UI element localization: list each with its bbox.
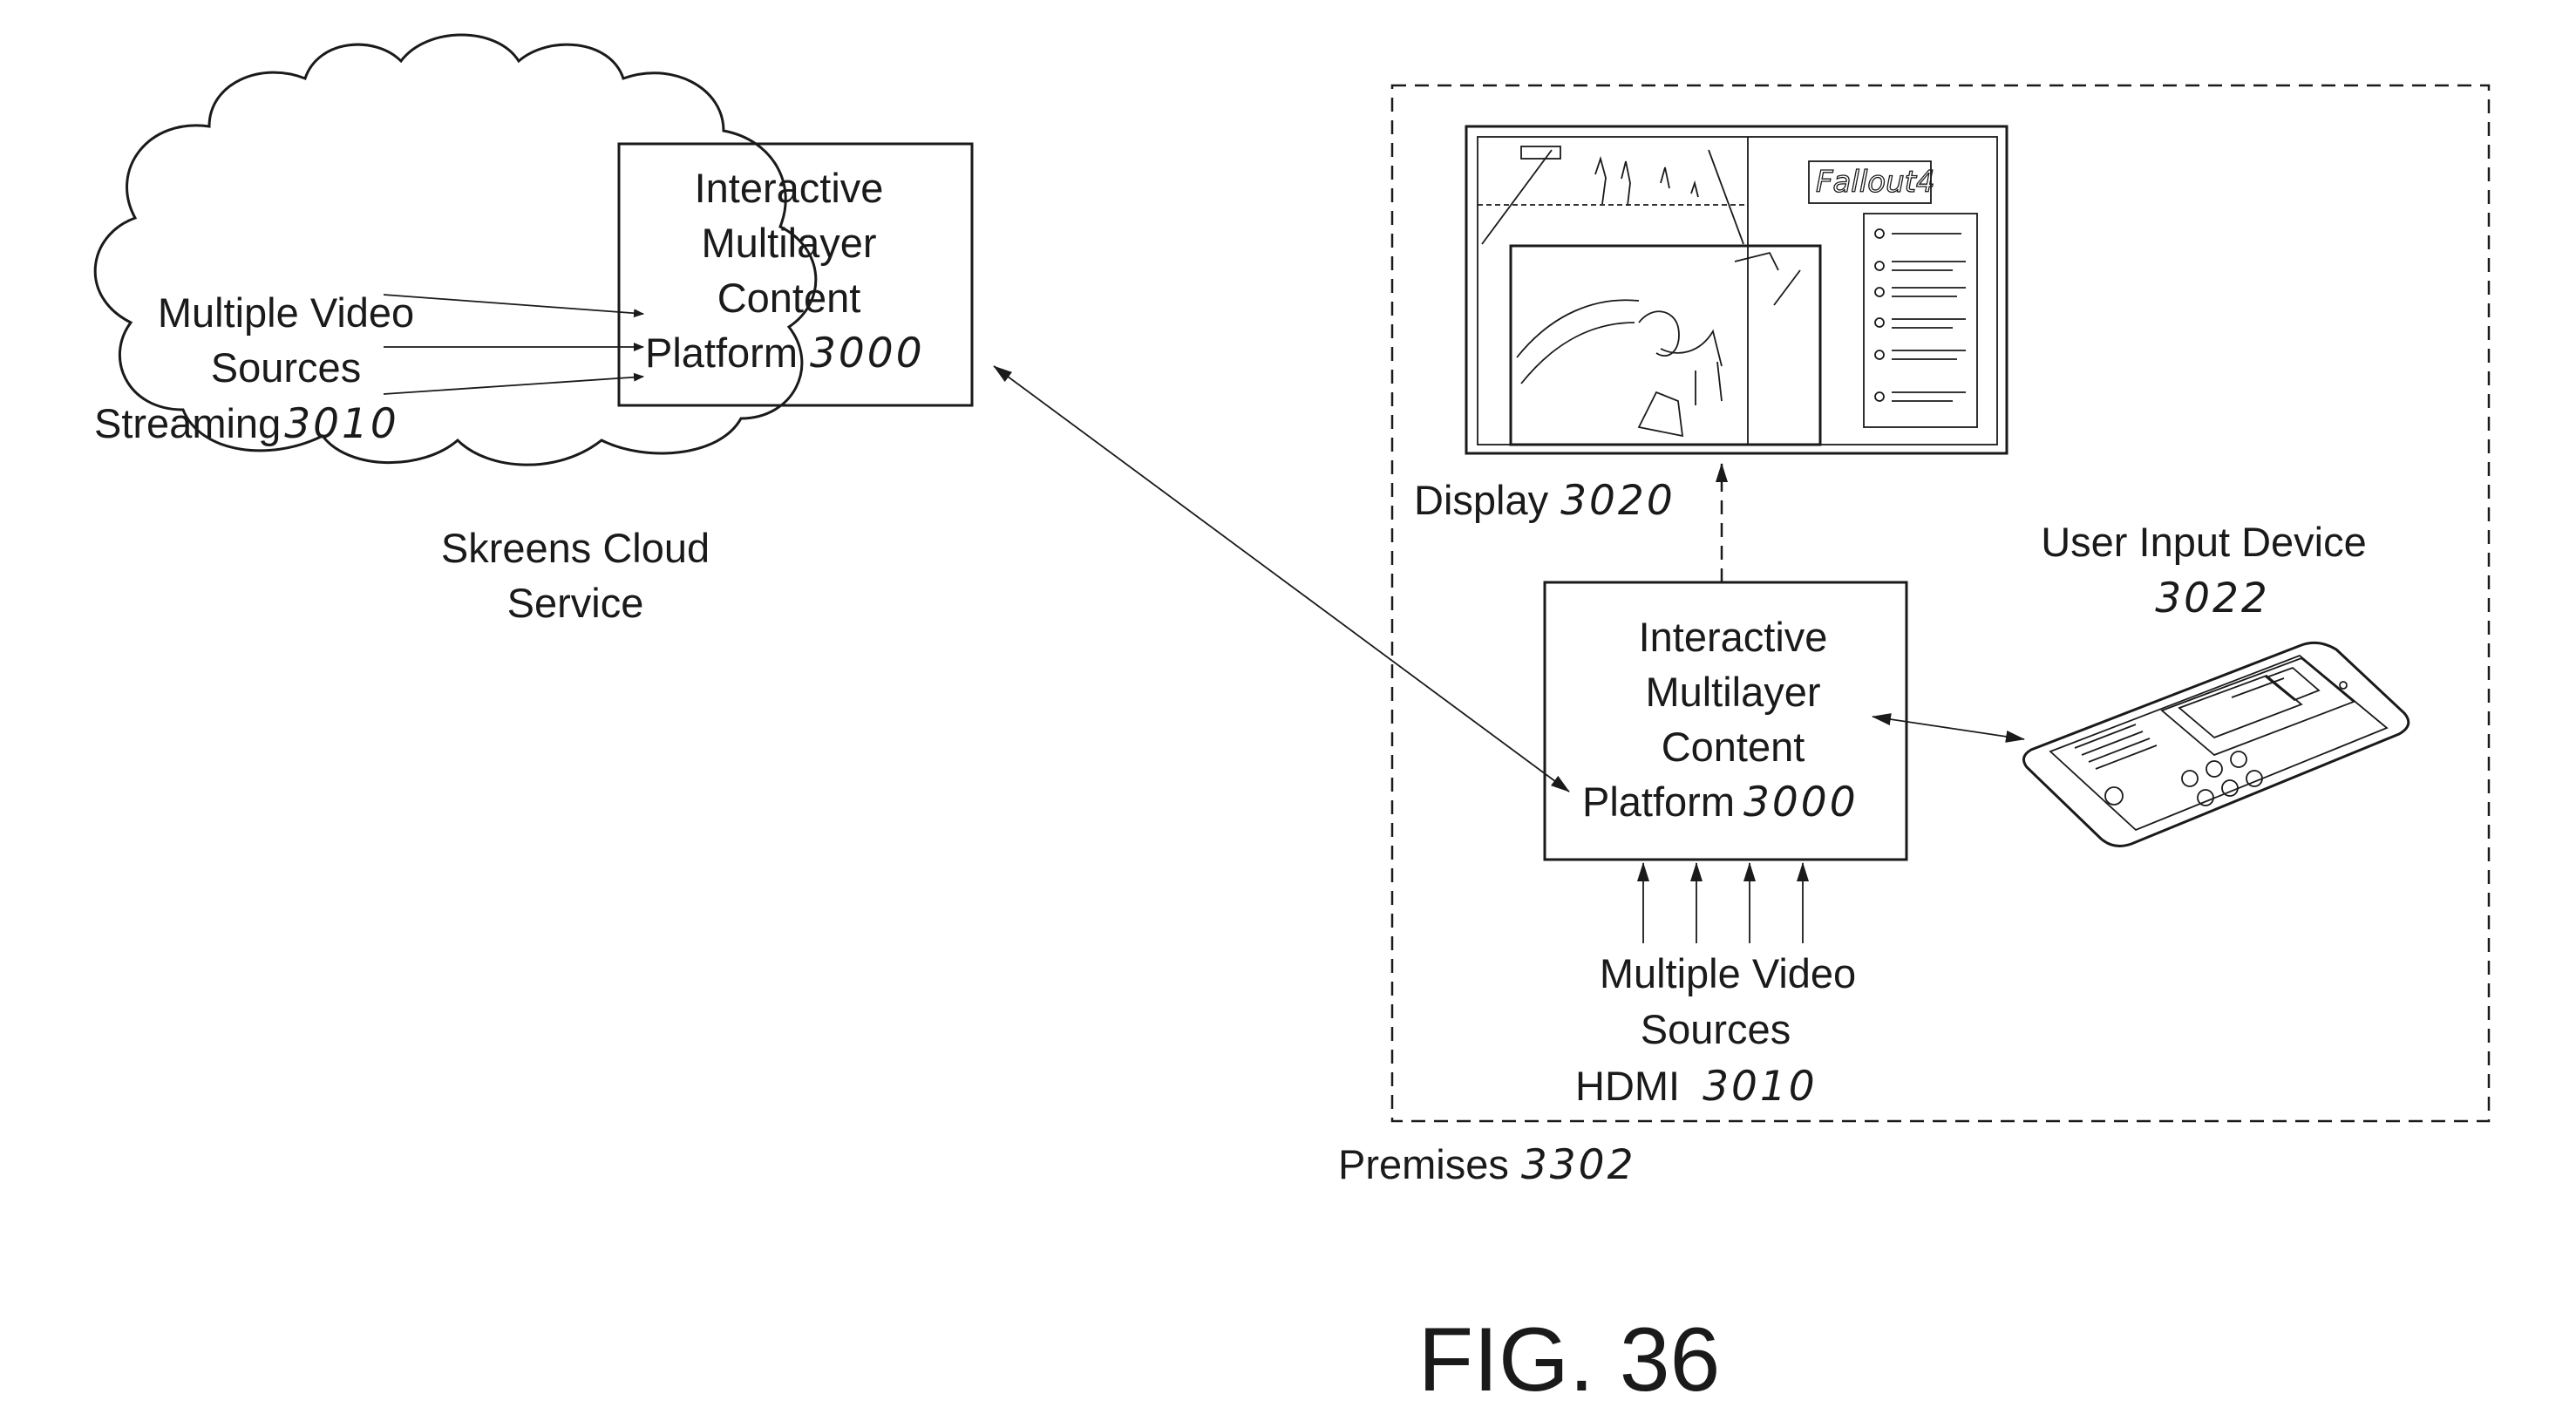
premises-sources-line-2: Sources [1641,1006,1791,1052]
premises-label-text: Premises [1338,1141,1509,1187]
user-input-ref: 3022 [2155,575,2270,622]
tablet-home-button [2105,787,2123,805]
premises-platform-line-2: Multilayer [1645,669,1820,715]
display-game-logo: Fallout4 [1816,165,1935,200]
cloud-sources-line-1: Multiple Video [158,289,414,336]
cloud-platform-line-2: Multilayer [701,220,876,266]
premises-group: Fallout4 [1338,85,2489,1189]
cloud-sources-ref: 3010 [284,400,399,448]
display-monitor: Fallout4 [1466,126,2007,453]
hdmi-input-arrows [1643,863,1803,943]
premises-label: Premises 3302 [1338,1141,1636,1189]
display-perspective-right [1709,150,1743,244]
premises-sources-ref: 3010 [1703,1063,1818,1111]
display-perspective-left [1482,150,1552,244]
cloud-source-arrow-3 [384,377,643,394]
premises-platform-line-3: Content [1662,724,1805,770]
tablet-icon [2023,643,2408,846]
premises-boundary [1392,85,2489,1121]
premises-sources-line-3-text: HDMI [1575,1063,1680,1109]
platform-tablet-link [1873,717,2024,739]
display-side-panel-list [1875,229,1966,401]
cloud-premises-connector [994,366,1569,792]
cloud-platform-line-4-text: Platform [645,330,798,376]
display-ref: 3020 [1560,477,1675,525]
tablet-sliders [2075,724,2157,769]
display-creature-icon [1639,311,1722,436]
cloud-service-line-2: Service [507,580,644,626]
tablet-body [2023,643,2408,846]
display-label: Display3020 [1414,477,1675,525]
premises-ref: 3302 [1521,1141,1636,1189]
figure-label: FIG. 36 [1418,1309,1721,1411]
display-inset-view [1511,246,1820,445]
tablet-buttons [2182,751,2262,806]
display-side-panel [1864,214,1977,427]
user-input-label: User Input Device [2041,519,2367,565]
premises-platform-line-4-text: Platform [1582,778,1735,825]
tablet-ui-panels [2162,658,2354,755]
cloud-sources-line-3: Streaming3010 [94,400,399,448]
premises-sources-line-1: Multiple Video [1600,950,1856,996]
tablet-screen [2050,656,2387,830]
tablet-camera [2340,682,2347,689]
cloud-sources-line-3-text: Streaming [94,400,281,446]
premises-platform-ref: 3000 [1743,778,1859,826]
display-hud-bar [1521,146,1560,159]
cloud-platform-line-4: Platform 3000 [645,330,925,377]
cloud-service-line-1: Skreens Cloud [441,525,710,571]
cloud-platform-ref: 3000 [810,330,925,377]
cloud-service-group: Interactive Multilayer Content Platform 3… [94,35,972,626]
cloud-sources-line-2: Sources [211,344,361,391]
cloud-platform-line-1: Interactive [695,165,884,211]
premises-platform-line-1: Interactive [1639,614,1828,660]
cloud-source-arrow-1 [384,295,643,314]
cloud-platform-line-3: Content [717,275,861,321]
display-label-text: Display [1414,477,1549,523]
display-scene-road [1517,253,1800,384]
premises-platform-line-4: Platform3000 [1582,778,1859,826]
display-figures-icon [1595,159,1698,206]
premises-sources-line-3: HDMI 3010 [1575,1063,1818,1111]
